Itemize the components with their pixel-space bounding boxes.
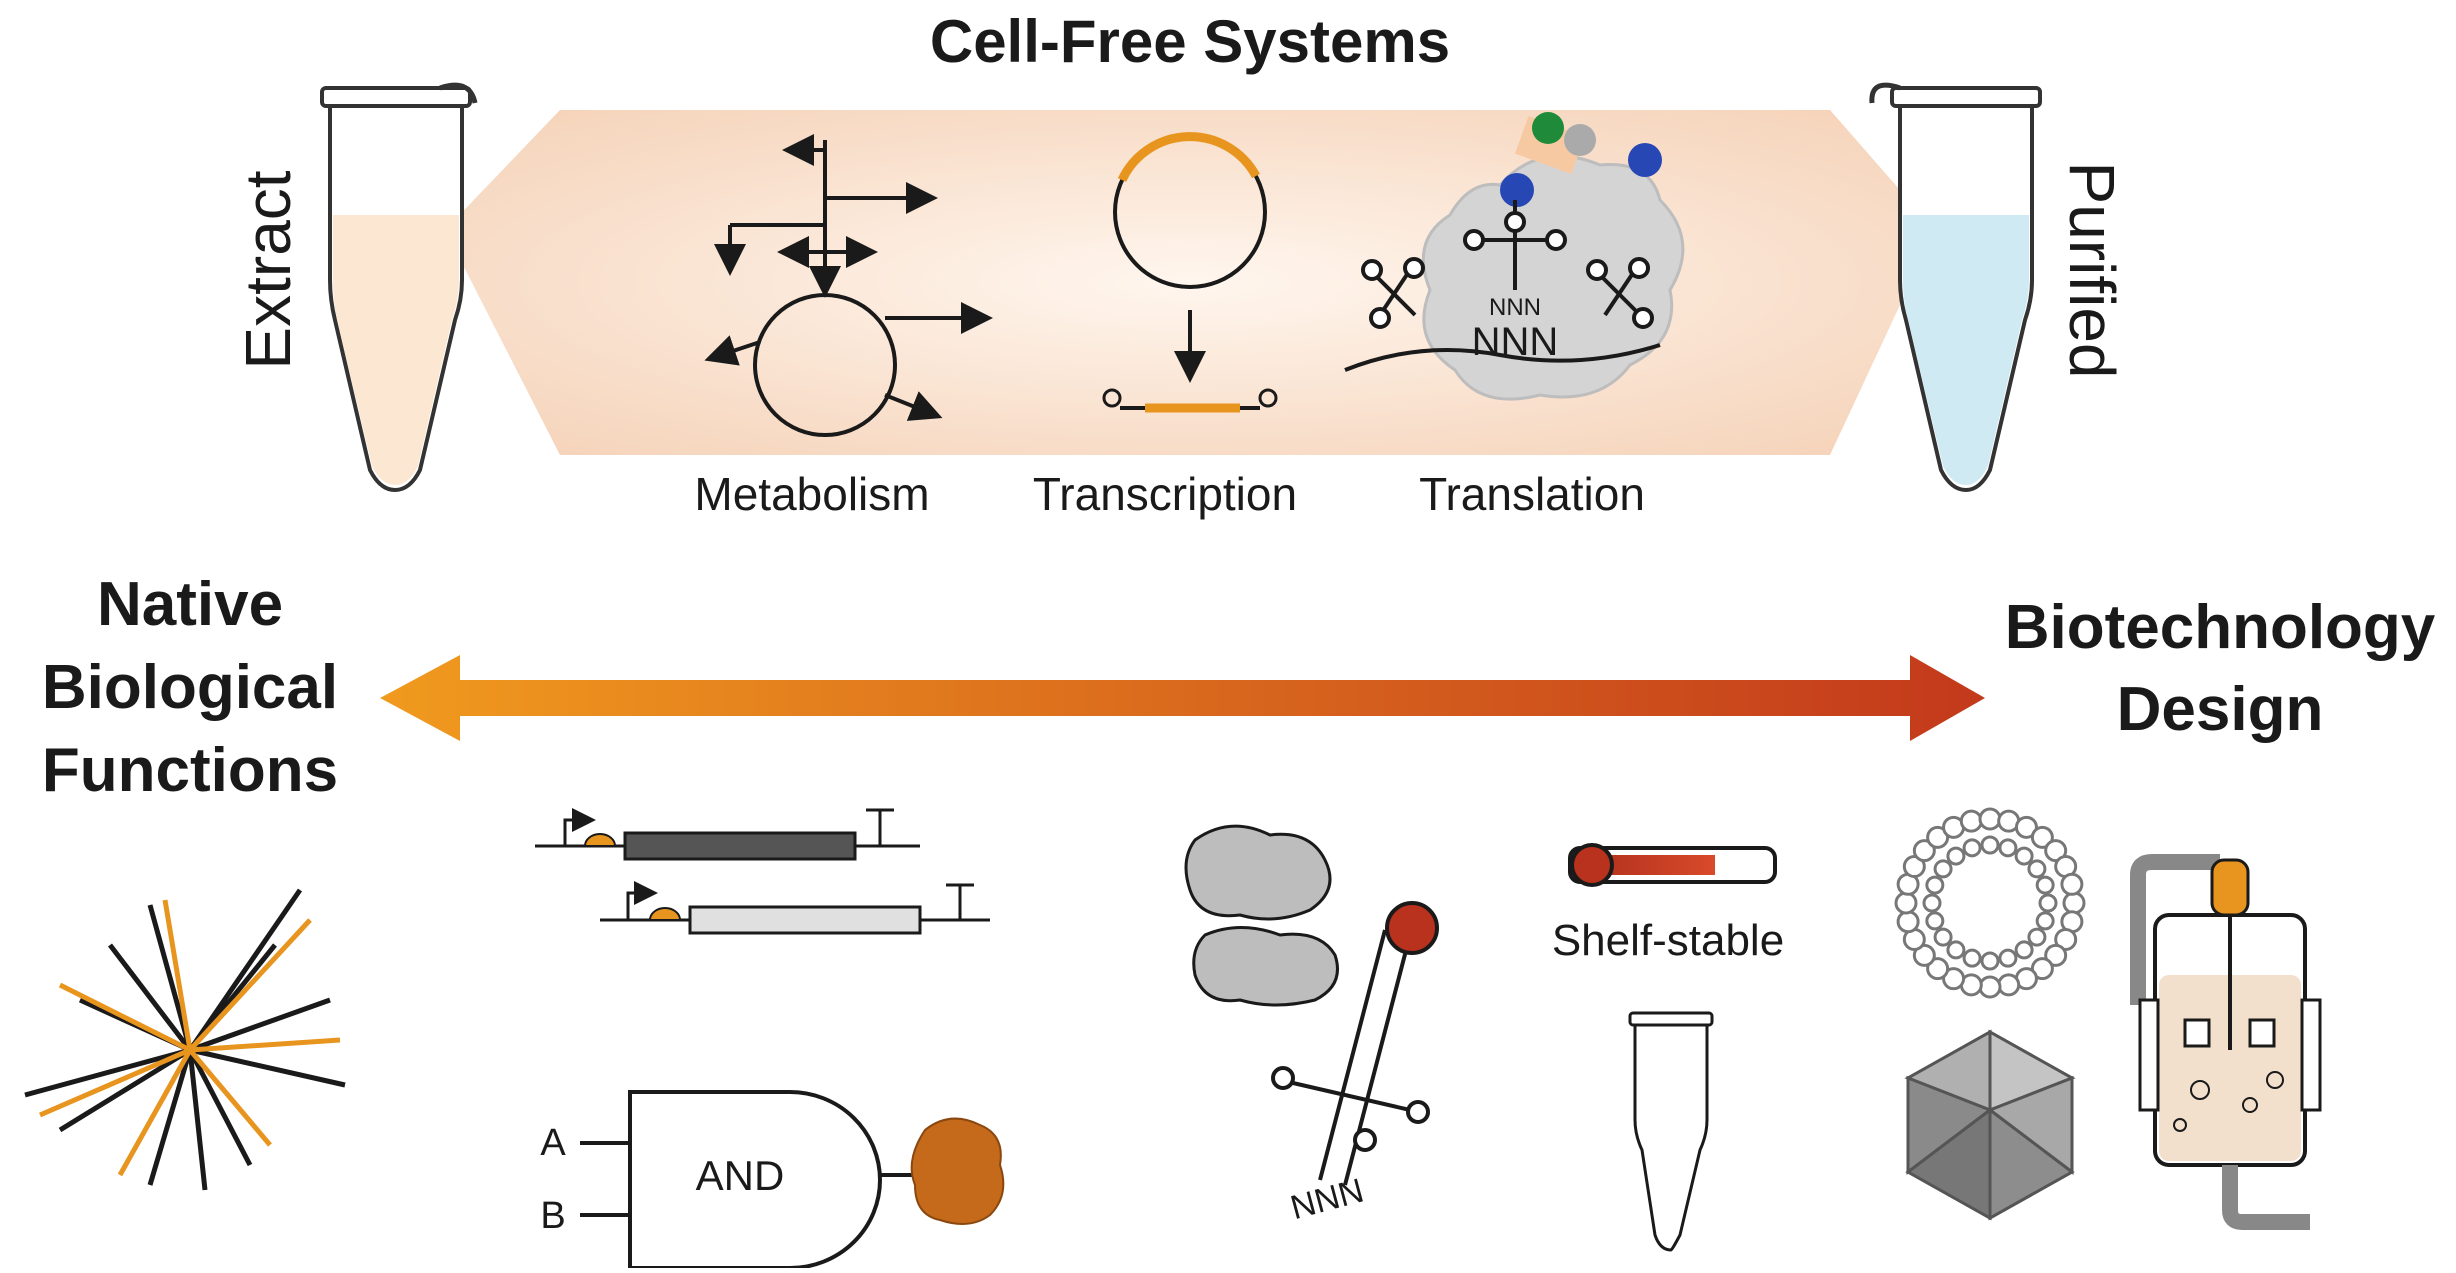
genetic-construct-1: [535, 808, 920, 861]
lipid-head: [2060, 872, 2084, 896]
thermometer-icon: [1568, 843, 1777, 887]
lipid-head: [1978, 975, 2002, 999]
lipid-head: [1912, 839, 1936, 863]
nanocage-icon: [1904, 1029, 2076, 1221]
lipid-head: [1980, 951, 2000, 971]
genetic-construct-2: [600, 881, 990, 935]
metabolism-label: Metabolism: [694, 468, 929, 520]
trna-left: [1361, 257, 1425, 329]
shelf-stable-label: Shelf-stable: [1552, 916, 1784, 965]
lipid-head: [1998, 838, 2018, 858]
liposome-heads: [1894, 807, 2086, 999]
lipid-head: [1896, 910, 1920, 934]
trna-right: [1586, 257, 1654, 329]
lipid-head: [1926, 825, 1950, 849]
purified-label: Purified: [2056, 162, 2128, 379]
shelf-stable-tube: [1628, 1011, 1714, 1252]
lipid-head: [1933, 859, 1953, 879]
lipid-head: [2014, 815, 2038, 839]
gate-input-b: B: [540, 1195, 565, 1237]
lipid-head: [2044, 943, 2068, 967]
gate-label: AND: [696, 1152, 785, 1199]
gate-input-a: A: [540, 1122, 566, 1164]
figure-title: Cell-Free Systems: [930, 8, 1450, 75]
modified-trna-icon: [1271, 901, 1439, 1186]
translation-label: Translation: [1419, 468, 1645, 520]
lipid-head: [2030, 957, 2054, 981]
lipid-head: [1894, 891, 1918, 915]
translation-icon: NNN NNN: [1344, 112, 1685, 401]
lipid-head: [1962, 838, 1982, 858]
bioreactor-icon: [2130, 854, 2322, 1230]
trna-codon-label: NNN: [1287, 1171, 1368, 1227]
lipid-head: [2014, 846, 2034, 866]
codon-small: NNN: [1489, 294, 1541, 321]
spectrum-arrow: [380, 655, 1985, 741]
lipid-head: [2044, 839, 2068, 863]
lipid-head: [1946, 940, 1966, 960]
lipid-head: [1946, 846, 1966, 866]
and-gate-icon: [580, 1090, 1005, 1270]
lipid-head: [2038, 893, 2058, 913]
lipid-head: [1959, 809, 1983, 833]
lipid-head: [2014, 940, 2034, 960]
lipid-head: [1925, 911, 1945, 931]
transcription-label: Transcription: [1033, 468, 1297, 520]
biotech-label-line2: Design: [2117, 675, 2324, 744]
metabolism-icon: [704, 134, 993, 437]
transcription-icon: [1102, 132, 1278, 413]
lipid-head: [2035, 911, 2055, 931]
lipid-head: [1902, 855, 1926, 879]
lipid-head: [2062, 891, 2086, 915]
lipid-head: [1933, 927, 1953, 947]
protein-output-icon: [910, 1117, 1005, 1225]
lipid-head: [1926, 957, 1950, 981]
lipid-head: [2030, 825, 2054, 849]
phylogenetic-tree-icon: [24, 888, 346, 1191]
lipid-head: [1980, 835, 2000, 855]
lipid-head: [1922, 893, 1942, 913]
lipid-head: [1912, 943, 1936, 967]
lipid-head: [1942, 967, 1966, 991]
cell-free-band: [445, 110, 1935, 455]
lipid-head: [1997, 973, 2021, 997]
lipid-head: [1978, 807, 2002, 831]
lipid-head: [1998, 948, 2018, 968]
extract-label: Extract: [232, 170, 304, 369]
protein-blobs-icon: [1184, 824, 1339, 1007]
native-label-line1: Native: [97, 570, 283, 639]
lipid-head: [2027, 859, 2047, 879]
native-label-line3: Functions: [42, 736, 338, 805]
trna-center: [1463, 200, 1567, 290]
purified-tube: [1869, 82, 2042, 493]
lipid-head: [2054, 927, 2078, 951]
lipid-head: [2035, 875, 2055, 895]
extract-tube: [320, 82, 478, 493]
codon-large: NNN: [1472, 320, 1559, 364]
lipid-head: [1962, 948, 1982, 968]
lipid-head: [2027, 927, 2047, 947]
lipid-head: [1925, 875, 1945, 895]
native-label-line2: Biological: [42, 653, 338, 722]
biotech-label-line1: Biotechnology: [2005, 593, 2436, 662]
